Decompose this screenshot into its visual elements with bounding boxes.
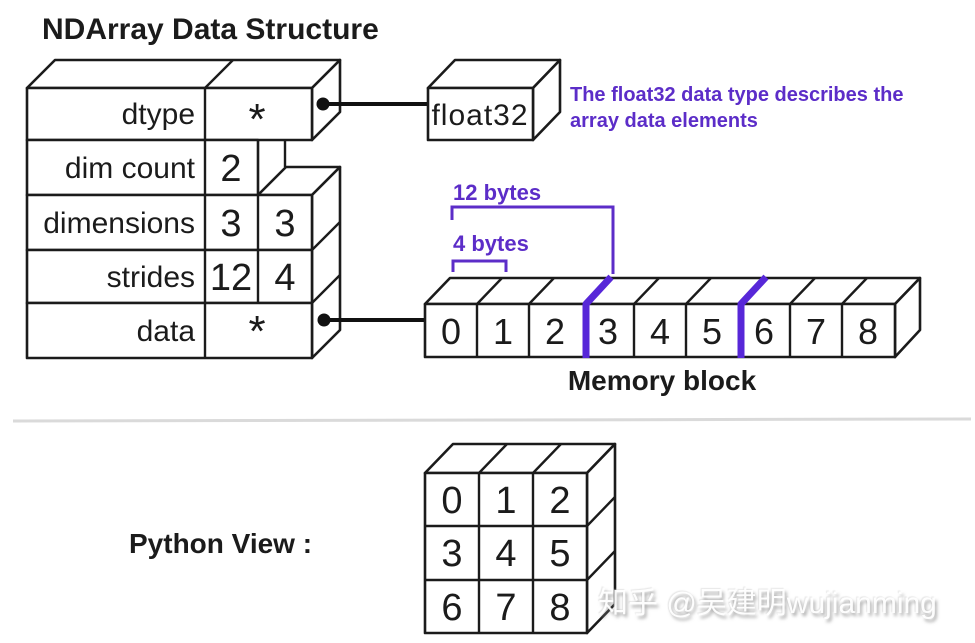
table-row-dimensions: [25, 193, 314, 252]
memory-cell-value: 6: [754, 311, 774, 352]
memory-cell-value: 4: [650, 311, 670, 352]
memory-cell-value: 2: [545, 311, 565, 352]
table-row-strides: [25, 248, 314, 305]
grid-cell-value: 1: [495, 480, 516, 522]
grid-top-face: [423, 442, 617, 475]
dtype-top-face: [25, 58, 342, 90]
float32-note-line1: The float32 data type describes the: [570, 84, 903, 106]
table-cell-value: 4: [274, 257, 295, 299]
grid-top-dividers: [478, 443, 562, 474]
memory-cell-value: 7: [806, 311, 826, 352]
table-cell-value: 3: [274, 203, 295, 245]
memory-cell-value: 1: [493, 311, 513, 352]
memory-cell-value: 5: [702, 311, 722, 352]
stride-marker-1: [582, 274, 614, 358]
lower-right-face: [310, 165, 342, 360]
watermark: 知乎 @吴建明wujianming: [598, 587, 937, 620]
python-view-label: Python View :: [129, 528, 312, 559]
memory-cell-value: 3: [598, 311, 618, 352]
table-cell-value: *: [248, 95, 265, 144]
top-face-divider: [204, 59, 234, 89]
table-row-label: dimensions: [43, 207, 195, 240]
data-pointer: [317, 313, 425, 327]
bytes4-bracket: [451, 259, 508, 272]
float32-box-label: float32: [431, 99, 528, 132]
stride-marker-2: [737, 274, 769, 358]
grid-row-dividers: [425, 524, 587, 582]
table-cell-value: 12: [210, 257, 252, 299]
grid-cell-value: 4: [495, 533, 516, 575]
table-row-label: dim count: [65, 152, 196, 185]
float32-front-face: [426, 86, 535, 142]
ndarray-struct-table: dtype dim count dimensions strides data …: [25, 58, 342, 360]
python-view: Python View : 0 1 2 3 4 5 6 7 8: [129, 442, 617, 635]
bytes12-bracket: [450, 205, 615, 274]
grid-cell-value: 2: [549, 480, 570, 522]
right-face-divider-2: [311, 274, 341, 304]
grid-cell-value: 5: [549, 533, 570, 575]
float32-box: float32: [426, 58, 562, 142]
table-row-data: [25, 301, 314, 360]
table-row-dtype: [25, 86, 314, 142]
grid-column-dividers: [477, 473, 535, 633]
memory-cell-dividers: [475, 304, 844, 357]
memory-block: 0 1 2 3 4 5 6 7 8 Memory block: [423, 274, 922, 396]
memory-cell-value: 0: [441, 311, 461, 352]
grid-cell-value: 7: [495, 587, 516, 629]
grid-cell-value: 3: [441, 533, 462, 575]
grid-side-dividers: [586, 496, 616, 581]
table-cell-value: 3: [220, 203, 241, 245]
grid-cell-value: 8: [549, 587, 570, 629]
bytes12-label: 12 bytes: [453, 180, 541, 205]
byte-annotations: 12 bytes 4 bytes: [450, 180, 615, 274]
python-view-grid: 0 1 2 3 4 5 6 7 8: [423, 442, 617, 635]
right-face-divider-1: [311, 221, 341, 251]
grid-front-face: [423, 471, 589, 635]
memory-front-face: [423, 302, 897, 359]
diagram-title: NDArray Data Structure: [42, 13, 379, 46]
table-row-label: dtype: [122, 98, 195, 131]
grid-cell-value: 0: [441, 480, 462, 522]
table-cell-value: *: [248, 307, 265, 356]
dtype-pointer-dot: [316, 97, 330, 111]
dtype-pointer: [316, 97, 428, 111]
grid-cell-value: 6: [441, 587, 462, 629]
table-cell-value: 2: [220, 148, 241, 190]
bytes4-label: 4 bytes: [453, 231, 529, 256]
memory-top-dividers: [476, 277, 868, 305]
section-divider: [12, 417, 972, 423]
table-row-label: strides: [107, 261, 195, 294]
memory-block-label: Memory block: [568, 365, 757, 396]
data-pointer-dot: [317, 313, 331, 327]
float32-note-line2: array data elements: [570, 110, 758, 132]
table-row-label: data: [137, 315, 196, 348]
memory-cell-value: 8: [858, 311, 878, 352]
